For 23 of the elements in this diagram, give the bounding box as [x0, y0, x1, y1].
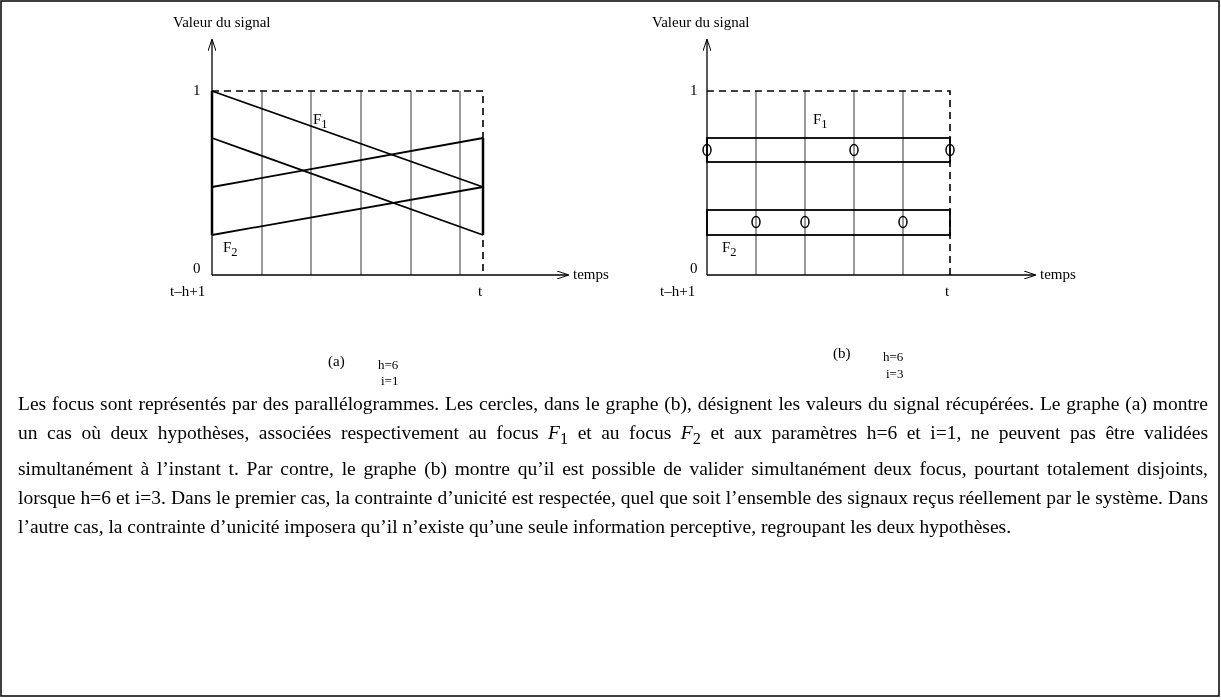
axis-label: temps	[573, 267, 609, 282]
axis-label: Valeur du signal	[652, 15, 750, 30]
focus-label: F$_{1}$	[313, 112, 328, 131]
tick-label: 1	[193, 83, 201, 98]
focus-label: F$_{2}$	[722, 240, 737, 259]
tick-label: t–h+1	[170, 284, 206, 299]
tick-label: 0	[690, 261, 698, 276]
caption-paragraph: Les focus sont représentés par des parallélogrammes. Les cercles, dans le graphe (b), désignent les valeurs du signal récupérées. Le graphe (a) montre un cas où deux hypothèses, associées respectivement au focus F$_{1}$ et au focus F$_{2}$ et aux paramètres h=6 et i=1, ne peuvent pas être validées simultanément à l’instant t. Par contre, le graphe (b) montre qu’il est possible de valider simultanément deux focus, pourtant totalement disjoints, lorsque h=6 et i=3. Dans le premier cas, la contrainte d’unicité est respectée, quel que soit l’ensemble des signaux reçus réellement par le système. Dans l’autre cas, la contrainte d’unicité imposera qu’il n’existe qu’une seule information perceptive, regroupant les deux hypothèses.	[18, 392, 1208, 539]
tick-label: t	[478, 284, 483, 299]
parameter-label: i=1	[381, 374, 399, 387]
axis-label: Valeur du signal	[173, 15, 271, 30]
tick-label: 0	[193, 261, 201, 276]
panel-label: (a)	[328, 354, 345, 369]
parameter-label: h=6	[378, 358, 399, 371]
parameter-label: i=3	[886, 367, 904, 380]
axis-label: temps	[1040, 267, 1076, 282]
parameter-label: h=6	[883, 350, 904, 363]
panel-label: (b)	[833, 346, 851, 361]
focus-label: F$_{2}$	[223, 240, 238, 259]
focus-label: F$_{1}$	[813, 112, 828, 131]
tick-label: t	[945, 284, 950, 299]
tick-label: 1	[690, 83, 698, 98]
tick-label: t–h+1	[660, 284, 696, 299]
